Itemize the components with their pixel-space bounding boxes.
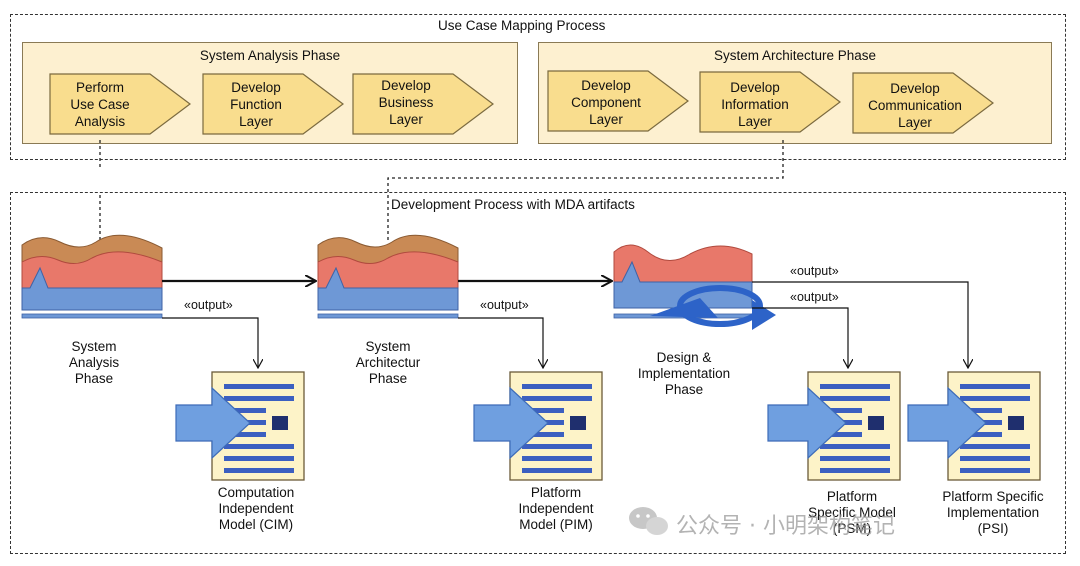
document-icon-psm bbox=[767, 371, 901, 481]
chevron-develop-business bbox=[352, 73, 494, 135]
output-arrow-pim bbox=[458, 317, 543, 368]
connector-architecture-dashed bbox=[387, 140, 784, 240]
output-arrow-cim bbox=[162, 317, 258, 368]
chevron-develop-information bbox=[699, 71, 841, 133]
wechat-icon bbox=[629, 507, 668, 535]
chevron-develop-communication bbox=[852, 72, 994, 134]
chevron-develop-function bbox=[202, 73, 344, 135]
chevron-develop-component bbox=[547, 70, 689, 132]
phase-icon-analysis bbox=[21, 234, 163, 319]
chevron-perform-use-case bbox=[49, 73, 191, 135]
output-arrow-psi bbox=[752, 281, 968, 368]
document-icon-cim bbox=[175, 371, 305, 481]
phase-icon-architecture bbox=[317, 234, 459, 319]
document-icon-pim bbox=[473, 371, 603, 481]
phase-icon-design bbox=[613, 244, 776, 330]
output-arrow-psm bbox=[752, 307, 848, 368]
document-icon-psi bbox=[907, 371, 1041, 481]
